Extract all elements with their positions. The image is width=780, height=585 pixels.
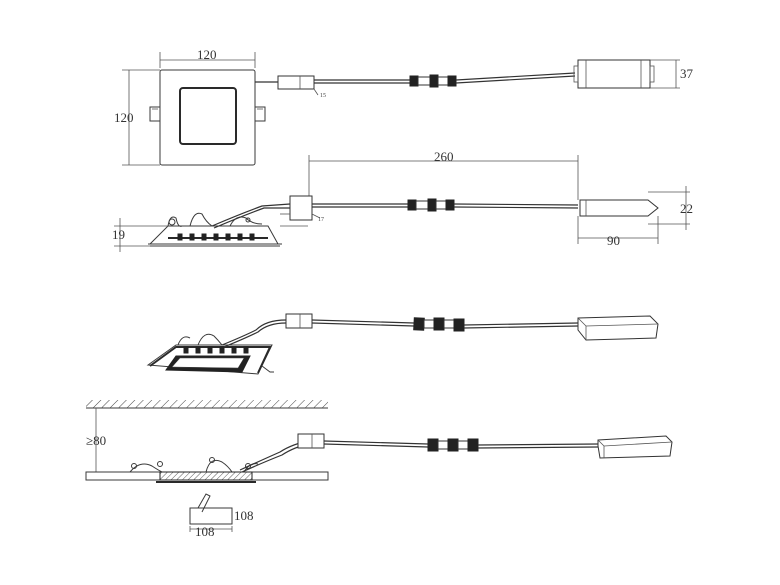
driver-side bbox=[579, 199, 659, 217]
dim-driver-length: 90 bbox=[607, 233, 620, 248]
led-strip-perspective bbox=[183, 346, 249, 354]
dim-cutout-height: 108 bbox=[234, 508, 254, 523]
dim-panel-depth: 19 bbox=[112, 227, 125, 242]
top-view: 120 120 15 bbox=[114, 47, 694, 166]
perspective-view bbox=[146, 313, 659, 375]
label-connector-top: 15 bbox=[320, 93, 326, 99]
label-connector-side: 17 bbox=[318, 217, 324, 223]
junction-box-top bbox=[277, 75, 315, 90]
dim-cable-length: 260 bbox=[434, 149, 454, 164]
dim-top-width: 120 bbox=[197, 47, 217, 62]
dim-cutout-width: 108 bbox=[195, 524, 215, 539]
dim-driver-height: 37 bbox=[680, 66, 694, 81]
led-strip-side bbox=[177, 233, 255, 241]
junction-box-perspective bbox=[285, 313, 313, 329]
driver-perspective bbox=[577, 315, 659, 341]
junction-box-installed bbox=[297, 433, 325, 449]
cutout-detail bbox=[189, 507, 233, 525]
installation-view: ≥80 bbox=[85, 400, 673, 539]
junction-box-side bbox=[289, 195, 313, 221]
dim-driver-thickness: 22 bbox=[680, 201, 693, 216]
dim-ceiling-clearance: ≥80 bbox=[86, 433, 106, 448]
ceiling-hatch bbox=[86, 400, 328, 408]
side-view: 260 17 bbox=[112, 149, 693, 252]
dim-top-height: 120 bbox=[114, 110, 134, 125]
driver-installed bbox=[597, 435, 673, 459]
driver-top bbox=[577, 59, 651, 89]
